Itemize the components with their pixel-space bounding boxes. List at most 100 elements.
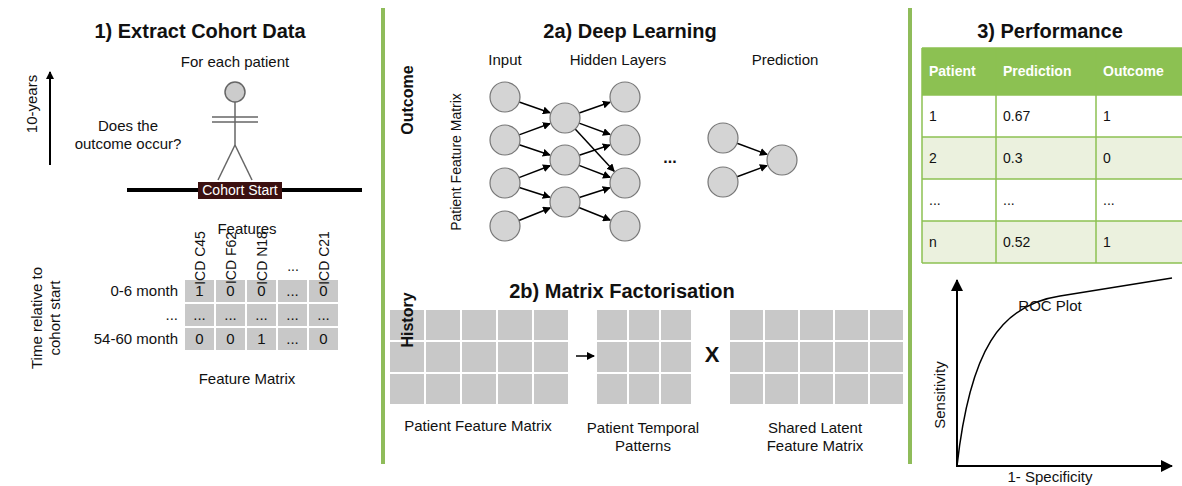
table-cell: ...	[224, 306, 237, 324]
neural-network	[490, 82, 797, 241]
neuron	[610, 125, 640, 155]
grid-cell	[661, 310, 691, 340]
table-cell: ...	[286, 306, 299, 324]
neuron	[490, 168, 520, 198]
neuron	[550, 187, 580, 217]
grid-cell	[629, 374, 659, 404]
neuron	[490, 82, 520, 112]
table-cell: 0	[1103, 150, 1111, 167]
net-arrow	[575, 129, 614, 171]
grid-cell	[498, 342, 532, 372]
table-header: Patient	[929, 63, 976, 80]
matrix-cell	[216, 280, 245, 302]
grid-cell	[498, 374, 532, 404]
table-cell: 0.52	[1003, 234, 1030, 251]
axis-label: History	[398, 292, 417, 347]
matrix-cell	[247, 280, 276, 302]
grid-cell	[765, 374, 798, 404]
net-arrow	[579, 165, 610, 177]
grid-cell	[629, 342, 659, 372]
grid-cell	[835, 342, 868, 372]
separator	[908, 8, 912, 464]
neuron	[767, 145, 797, 175]
net-arrow	[519, 188, 549, 198]
label-text: ...	[663, 148, 676, 167]
grid-cell	[730, 342, 763, 372]
grid-cell	[730, 374, 763, 404]
grid-cell	[597, 342, 627, 372]
grid-cell	[426, 310, 460, 340]
arrow	[576, 355, 594, 357]
table-cell: 1	[195, 282, 203, 300]
table-cell: 0	[319, 282, 327, 300]
row-label: 0-6 month	[110, 282, 178, 300]
table-cell: n	[929, 234, 937, 251]
matrix-cell	[309, 280, 338, 302]
label-text: Time relative to cohort start	[28, 256, 64, 381]
neuron	[490, 125, 520, 155]
column-header: ICD C21	[316, 231, 333, 285]
matrix-cell	[309, 304, 338, 326]
table-cell: ...	[1103, 192, 1115, 209]
section-title: 1) Extract Cohort Data	[94, 19, 305, 43]
grid-cell	[835, 374, 868, 404]
grid-cell	[597, 374, 627, 404]
net-arrow	[579, 208, 610, 220]
neuron	[610, 211, 640, 241]
table-cell: 1	[1103, 108, 1111, 125]
event-box: Cohort Start	[198, 182, 281, 199]
matrix-cell	[278, 280, 307, 302]
separator	[381, 8, 385, 464]
net-arrow	[519, 124, 550, 135]
neuron	[550, 145, 580, 175]
label-text: Sensitivity	[931, 361, 949, 429]
column-header: ICD F62	[223, 232, 240, 284]
column-header: ICD C45	[192, 231, 209, 285]
net-arrow	[519, 145, 550, 155]
grid-cell	[498, 310, 532, 340]
table-cell: 0	[226, 330, 234, 348]
table-cell: ...	[317, 306, 330, 324]
grid-cell	[661, 342, 691, 372]
neuron	[550, 103, 580, 133]
matrix-cell	[247, 328, 276, 350]
table-cell: 1	[929, 108, 937, 125]
table-cell: 0	[319, 330, 327, 348]
matrix-cell	[247, 304, 276, 326]
table-header: Prediction	[1003, 63, 1071, 80]
row-label: 54-60 month	[94, 330, 178, 348]
grid-cell	[426, 374, 460, 404]
matrix-cell	[216, 328, 245, 350]
table-cell: ...	[1003, 192, 1015, 209]
grid-cell	[870, 310, 903, 340]
table-cell: ...	[286, 330, 299, 348]
label-text: Prediction	[752, 51, 819, 69]
roc-plot	[956, 278, 1172, 466]
table-cell: 0	[226, 282, 234, 300]
label-text: Patient Temporal Patterns	[578, 419, 708, 455]
time-arrow	[49, 72, 51, 165]
label-text: Does the outcome occur?	[69, 117, 187, 153]
label-text: Feature Matrix	[199, 370, 296, 388]
label-text: Shared Latent Feature Matrix	[745, 419, 885, 455]
label-text: 1- Specificity	[1007, 468, 1092, 486]
label-text: Input	[488, 51, 521, 69]
section-title: 2b) Matrix Factorisation	[509, 279, 735, 303]
table-cell: 1	[1103, 234, 1111, 251]
matrix-cells	[185, 280, 338, 350]
label-text: Patient Feature Matrix	[404, 417, 552, 435]
table-cell: 0	[257, 282, 265, 300]
label-text: Hidden Layers	[570, 51, 667, 69]
grid-cell	[462, 342, 496, 372]
grid-cell	[765, 342, 798, 372]
grid-cell	[390, 374, 424, 404]
patient-figure	[212, 82, 258, 180]
table-cell: 0	[195, 330, 203, 348]
section-title: 3) Performance	[977, 19, 1123, 43]
matrix-cell	[185, 280, 214, 302]
grid-cell	[534, 342, 568, 372]
table-cell: ...	[286, 282, 299, 300]
column-header: ...	[287, 258, 299, 275]
factor-grids	[390, 310, 903, 404]
neuron	[708, 167, 738, 197]
